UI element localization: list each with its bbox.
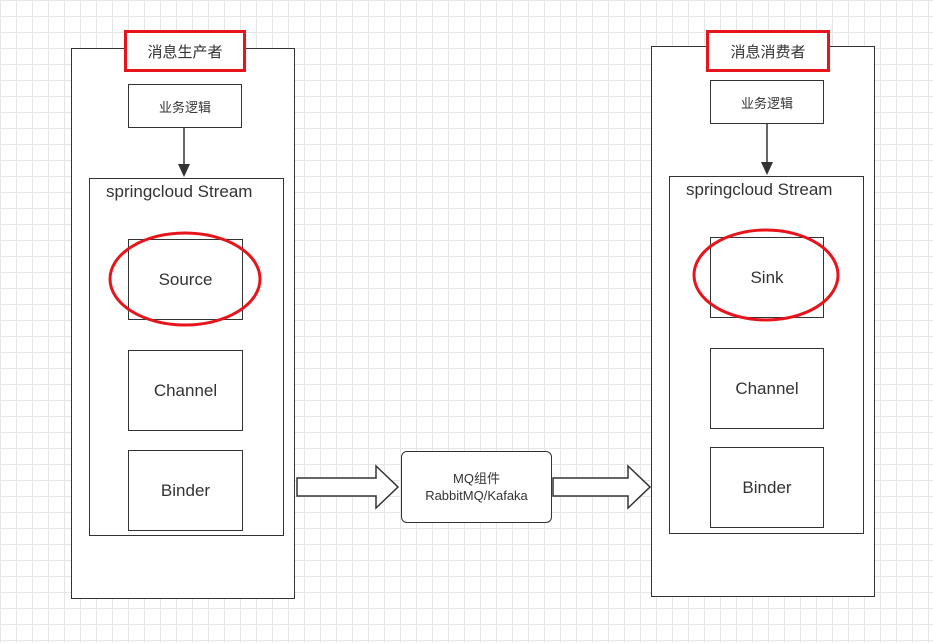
consumer-sink-box: Sink [710,237,824,318]
mq-component-box: MQ组件 RabbitMQ/Kafaka [401,451,552,523]
consumer-channel-box: Channel [710,348,824,429]
mq-line2: RabbitMQ/Kafaka [425,488,528,503]
consumer-title: 消息消费者 [706,30,830,72]
producer-title: 消息生产者 [124,30,246,72]
mq-to-consumer-arrow [552,464,652,510]
consumer-binder-box: Binder [710,447,824,528]
consumer-stream-label: springcloud Stream [686,180,833,199]
producer-binder-box: Binder [128,450,243,531]
mq-line1: MQ组件 [453,471,500,486]
consumer-business-logic: 业务逻辑 [710,80,824,124]
producer-stream-label: springcloud Stream [106,182,253,201]
producer-to-mq-arrow [296,464,400,510]
producer-business-logic: 业务逻辑 [128,84,242,128]
producer-channel-box: Channel [128,350,243,431]
producer-source-box: Source [128,239,243,320]
